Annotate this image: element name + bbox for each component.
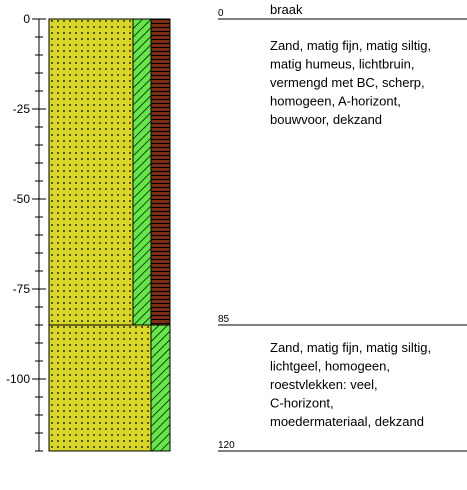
layer-description-line: lichtgeel, homogeen, — [270, 359, 390, 374]
layer-description-line: roestvlekken: veel, — [270, 377, 378, 392]
layer-bottom-depth: 120 — [218, 440, 235, 451]
layer-top-depth: 0 — [218, 8, 224, 19]
layer-description-line: bouwvoor, dekzand — [270, 112, 382, 127]
layer-bottom-depth: 85 — [218, 314, 230, 325]
layer-description-line: Zand, matig fijn, matig siltig, — [270, 340, 431, 355]
boring-column — [48, 18, 171, 452]
brown-hatch-lines — [151, 19, 170, 325]
green-hatch-lines — [133, 19, 151, 325]
sand-dots — [50, 326, 150, 450]
layer-description-line: homogeen, A-horizont, — [270, 94, 401, 109]
tick-label: -75 — [13, 282, 31, 296]
layer-description-line: vermengd met BC, scherp, — [270, 75, 425, 90]
tick-label: -50 — [13, 192, 31, 206]
green-hatch-lines — [151, 325, 170, 451]
depth-axis: 0 -25 -50 -75 -100 — [6, 12, 46, 452]
layer-description-line: C-horizont, — [270, 396, 334, 411]
top-label: braak — [270, 2, 303, 17]
sand-dots — [50, 20, 132, 324]
tick-label: -25 — [13, 102, 31, 116]
tick-label: -100 — [6, 372, 30, 386]
layer-description-line: matig humeus, lichtbruin, — [270, 57, 415, 72]
layer-description-line: moedermateriaal, dekzand — [270, 414, 424, 429]
tick-label: 0 — [23, 12, 30, 26]
layer-description-line: Zand, matig fijn, matig siltig, — [270, 38, 431, 53]
